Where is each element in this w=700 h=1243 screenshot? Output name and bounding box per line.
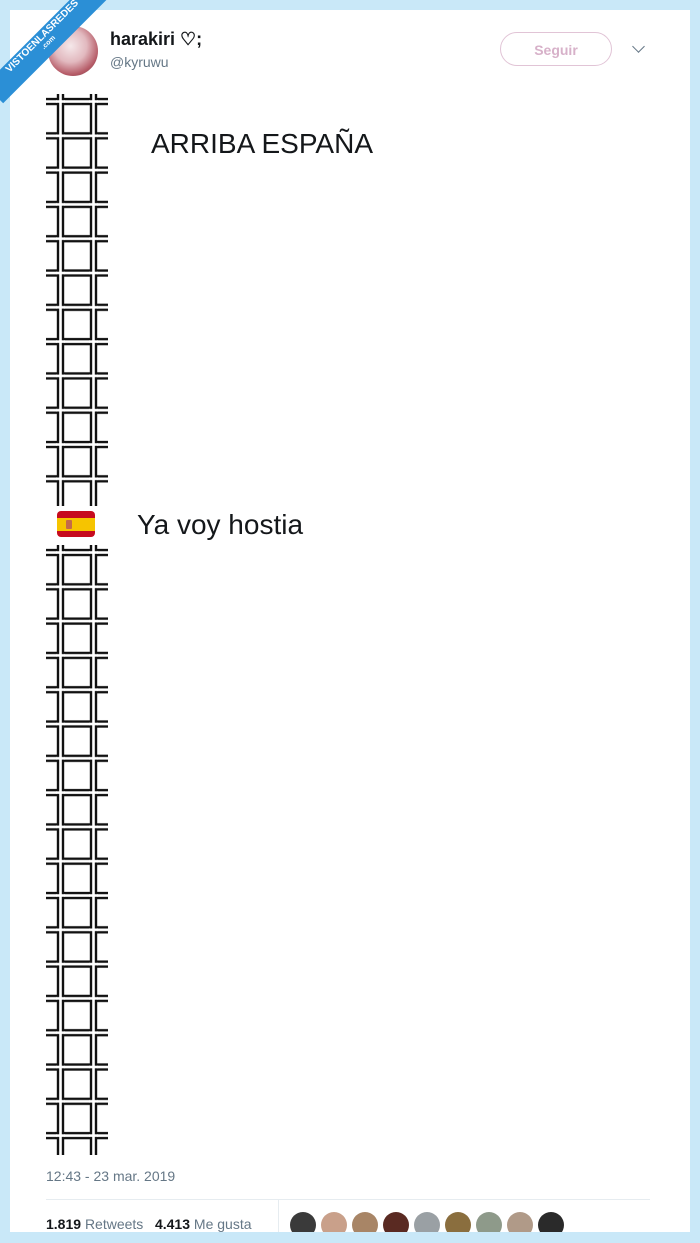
retweets-stat[interactable]: 1.819 Retweets bbox=[46, 1216, 143, 1232]
likes-label: Me gusta bbox=[193, 1216, 252, 1232]
divider bbox=[46, 1199, 650, 1200]
ladder-art-top bbox=[46, 94, 108, 506]
likes-stat[interactable]: 4.413 Me gusta bbox=[155, 1216, 252, 1232]
author-handle[interactable]: @kyruwu bbox=[110, 54, 169, 70]
retweets-count: 1.819 bbox=[46, 1216, 82, 1232]
likes-count: 4.413 bbox=[154, 1216, 191, 1232]
tweet-line-2: Ya voy hostia bbox=[137, 509, 304, 540]
ladder-art-bottom bbox=[46, 545, 108, 1155]
ladder-icon bbox=[46, 94, 108, 506]
tweet-stats: 1.819 Retweets 4.413 Me gusta bbox=[46, 1216, 252, 1232]
tweet-line-1: ARRIBA ESPAÑA bbox=[151, 128, 374, 159]
spain-flag-icon bbox=[57, 511, 95, 537]
follow-button[interactable]: Seguir bbox=[500, 32, 612, 66]
bottom-frame bbox=[0, 1232, 700, 1243]
tweet-card bbox=[10, 10, 690, 1232]
stats-separator bbox=[278, 1200, 279, 1232]
tweet-timestamp[interactable]: 12:43 - 23 mar. 2019 bbox=[46, 1168, 176, 1184]
retweets-label: Retweets bbox=[84, 1216, 144, 1232]
author-name[interactable]: harakiri ♡; bbox=[110, 29, 203, 49]
ladder-icon bbox=[46, 545, 108, 1155]
